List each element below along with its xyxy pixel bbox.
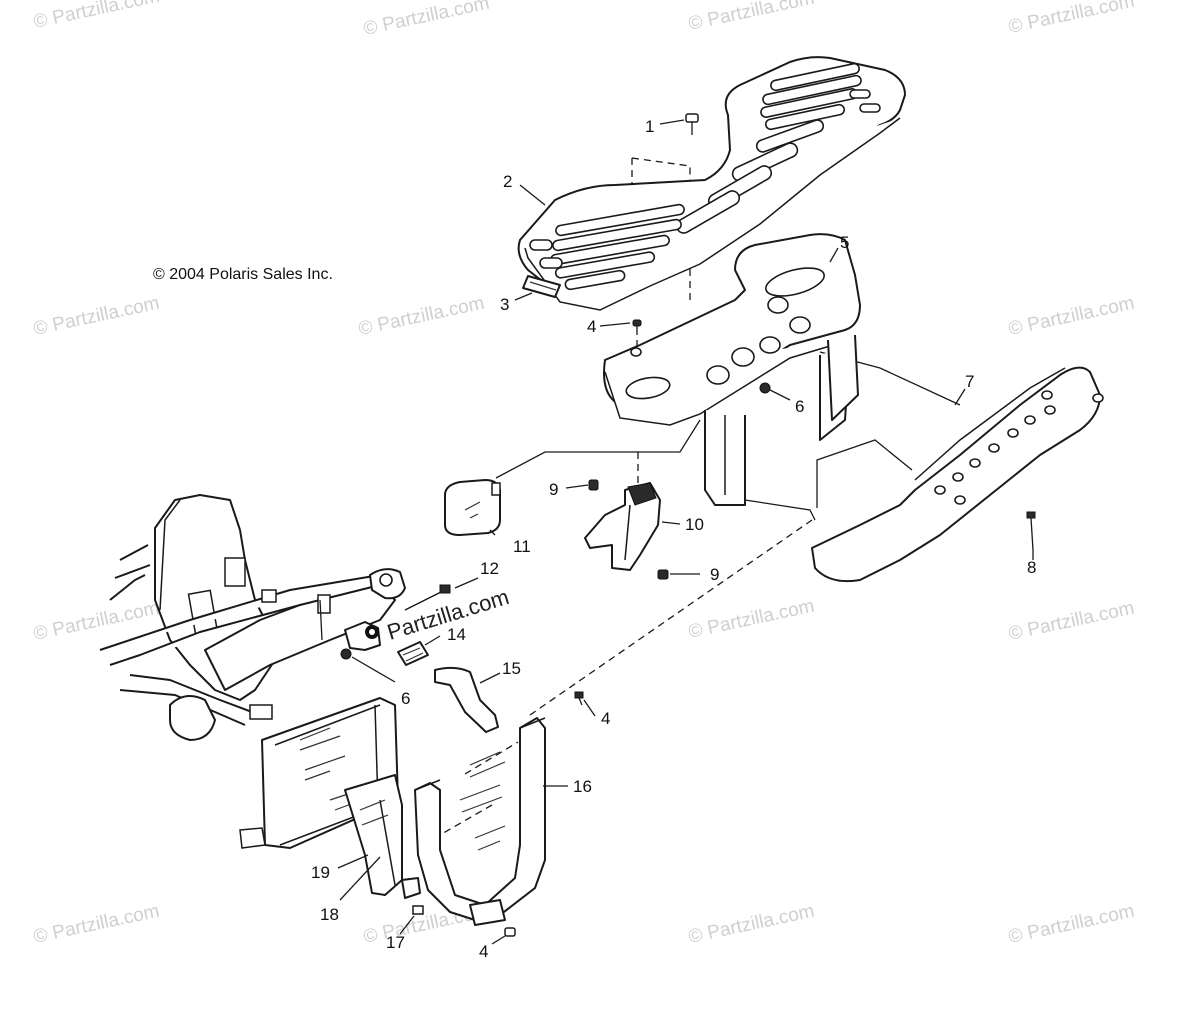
callout-17: 17: [386, 933, 405, 952]
bolt-8: [1026, 511, 1036, 551]
callout-11: 11: [513, 537, 531, 556]
guard-16: [414, 717, 546, 926]
callout-7: 7: [965, 372, 974, 391]
nut-6-lower: [340, 648, 352, 660]
callout-6: 6: [795, 397, 804, 416]
callout-9: 9: [710, 565, 719, 584]
callout-12: 12: [480, 559, 499, 578]
watermark: © Partzilla.com: [32, 293, 162, 340]
callout-9: 9: [549, 480, 558, 499]
callout-14: 14: [447, 625, 466, 644]
callout-8: 8: [1027, 558, 1036, 577]
grommet-14: [397, 641, 429, 666]
hose-15: [434, 666, 499, 733]
callout-leaders: [337, 119, 1034, 945]
watermark: © Partzilla.com: [357, 293, 487, 340]
watermark: © Partzilla.com: [687, 596, 817, 643]
tail-light-11: [444, 479, 501, 536]
watermark: © Partzilla.com: [1007, 901, 1137, 948]
reflector-3: [522, 275, 561, 298]
vehicle-frame: [99, 494, 406, 741]
callout-19: 19: [311, 863, 330, 882]
rack-support: [603, 233, 861, 506]
bumper-7: [811, 366, 1104, 583]
screw-4-bottom: [504, 927, 516, 937]
bolt-9-b: [657, 569, 669, 580]
clip-18: [401, 877, 421, 899]
screw-4-mid: [574, 691, 584, 706]
callout-2: 2: [503, 172, 512, 191]
screw-12: [404, 584, 451, 611]
bolt-9-a: [588, 479, 599, 491]
watermark: © Partzilla.com: [1007, 293, 1137, 340]
bracket-small: [344, 621, 381, 651]
watermark: © Partzilla.com: [1007, 598, 1137, 645]
panel-19: [344, 774, 403, 896]
watermark: © Partzilla.com: [32, 0, 162, 33]
bracket-10: [584, 482, 661, 571]
callout-5: 5: [840, 233, 849, 252]
bumper-holes: [934, 390, 1104, 505]
callout-3: 3: [500, 295, 509, 314]
rack-top-slots: [529, 62, 881, 291]
watermark: © Partzilla.com: [687, 0, 817, 35]
nut-6-upper: [759, 382, 771, 394]
copyright-text: © 2004 Polaris Sales Inc.: [153, 266, 333, 283]
watermark: © Partzilla.com: [1007, 0, 1137, 38]
callout-6: 6: [401, 689, 410, 708]
callout-16: 16: [573, 777, 592, 796]
watermark: © Partzilla.com: [687, 901, 817, 948]
callout-numbers: 1 2 3 4 5 6 7 8 9 10 11 9 12 14 6 15 4 1…: [311, 117, 1036, 961]
callout-4: 4: [479, 942, 488, 961]
callout-1: 1: [645, 117, 654, 136]
callout-4: 4: [601, 709, 610, 728]
rack-top: [517, 56, 906, 311]
rack-support-holes: [625, 267, 825, 400]
callout-4: 4: [587, 317, 596, 336]
guard-hatch: [459, 751, 506, 851]
watermark: © Partzilla.com: [32, 901, 162, 948]
screw-4-top: [632, 319, 642, 335]
callout-10: 10: [685, 515, 704, 534]
watermark: © Partzilla.com: [362, 0, 492, 40]
callout-18: 18: [320, 905, 339, 924]
callout-15: 15: [502, 659, 521, 678]
screw-1: [685, 113, 699, 135]
nut-17: [412, 905, 424, 915]
